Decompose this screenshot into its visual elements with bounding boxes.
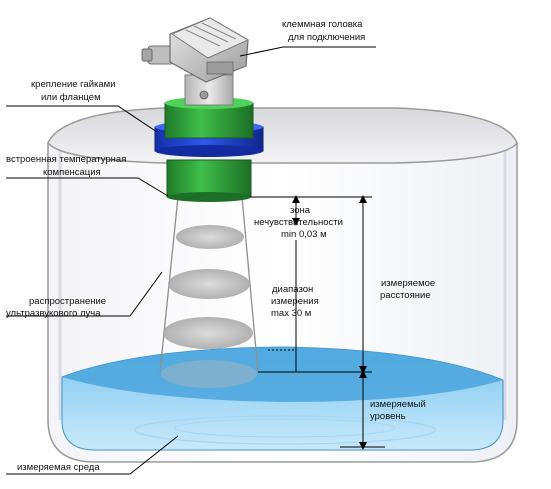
labels: клеммная головка для подключения креплен… [6, 19, 435, 473]
label-beam-2: ультразвукового луча [6, 308, 101, 319]
cable-gland-tip [141, 48, 153, 62]
dimension-lines [250, 195, 385, 450]
label-dead-zone-1: зона [290, 205, 311, 216]
head-ribs [185, 22, 237, 47]
leader-terminal-head [239, 46, 376, 57]
beam-pulse-3 [163, 317, 253, 349]
label-dead-zone-2: нечувствительности [254, 217, 343, 228]
label-distance-2: расстояние [380, 290, 431, 301]
ultrasonic-beam [159, 196, 259, 388]
label-beam-1: распространение [29, 296, 106, 307]
terminal-head-cover [170, 17, 250, 59]
label-range-3: max 30 м [271, 308, 311, 319]
label-level-1: измеряемый [370, 399, 426, 410]
label-range-1: диапазон [272, 284, 313, 295]
label-level-2: уровень [370, 411, 406, 422]
label-temp-comp-2: компенсация [43, 167, 101, 178]
beam-pulse-reflection [161, 360, 257, 388]
label-dead-zone-3: min 0,03 м [281, 229, 327, 240]
head-base-block [206, 61, 234, 75]
leader-medium [6, 435, 179, 475]
liquid-ripple [134, 415, 436, 445]
leader-beam [6, 271, 163, 317]
sensor-lower-base [167, 192, 251, 202]
label-distance-1: измеряемое [381, 278, 435, 289]
liquid-ripple-inner [174, 418, 396, 438]
leader-temp-comp [6, 177, 169, 197]
level-sensor [141, 17, 264, 202]
leader-lines [6, 46, 376, 475]
label-range-2: измерения [271, 296, 319, 307]
liquid [61, 346, 504, 451]
flange-bottom [155, 145, 263, 157]
label-terminal-head-1: клеммная головка [282, 19, 363, 30]
label-medium: измеряемая среда [17, 462, 100, 473]
label-temp-comp-1: встроенная температурная [6, 154, 126, 165]
label-terminal-head-2: для подключения [288, 32, 365, 43]
label-mount-1: крепление гайками [31, 79, 116, 90]
beam-pulse-1 [176, 225, 244, 249]
leader-mount [6, 105, 158, 133]
sensor-lower-body [166, 159, 252, 198]
label-mount-2: или фланцем [41, 92, 101, 103]
beam-pulse-2 [168, 269, 250, 299]
liquid-surface [62, 347, 503, 402]
screw-icon [199, 90, 209, 100]
beam-edge-right [241, 196, 259, 373]
